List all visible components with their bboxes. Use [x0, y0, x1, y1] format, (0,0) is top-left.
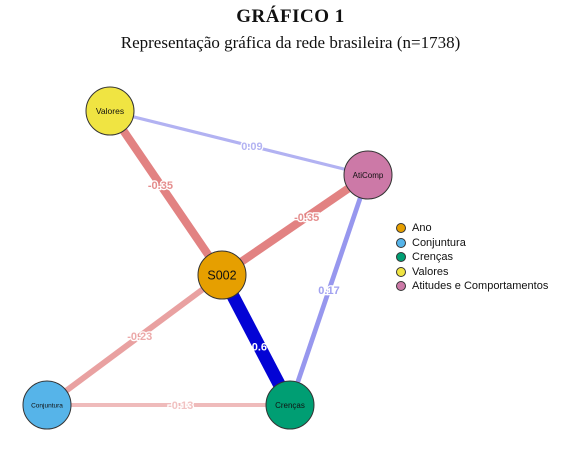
edge-label-aticomp-s002: -0.35 [294, 212, 319, 224]
legend-item: Conjuntura [396, 236, 548, 251]
legend-label: Conjuntura [412, 236, 466, 249]
node-crencas: Crenças [265, 380, 315, 430]
legend-swatch [396, 281, 406, 292]
edge-aticomp-crencas [287, 174, 371, 406]
node-circle-s002 [197, 250, 247, 300]
node-label-s002: S002 [207, 269, 236, 283]
edge-label-s002-conjuntura: -0.23 [127, 331, 152, 343]
node-label-valores: Valores [96, 106, 124, 116]
legend-swatch [396, 223, 406, 234]
node-circle-aticomp [343, 150, 393, 200]
legend-item: Atitudes e Comportamentos [396, 279, 548, 294]
node-circle-crencas [265, 380, 315, 430]
legend-item: Valores [396, 265, 548, 280]
legend-swatch [396, 252, 406, 263]
edge-label-valores-aticomp: 0.09 [241, 141, 262, 153]
node-s002: S002 [197, 250, 247, 300]
figure-subtitle: Representação gráfica da rede brasileira… [120, 33, 461, 52]
node-conjuntura: Conjuntura [22, 380, 72, 430]
edge-label-conjuntura-crencas: -0.13 [168, 400, 193, 412]
node-label-conjuntura: Conjuntura [31, 402, 63, 409]
edge-aticomp-s002 [219, 171, 371, 279]
legend-label: Atitudes e Comportamentos [412, 280, 549, 293]
edge-labels-layer: -0.35 -0.35 0.6 -0.23 -0.13 0.17 0.09 [126, 140, 341, 413]
node-circle-valores [85, 86, 135, 136]
edge-label-s002-crencas: 0.6 [252, 342, 267, 354]
edge-valores-aticomp [109, 109, 369, 177]
node-circle-conjuntura [22, 380, 72, 430]
legend-label: Crenças [412, 251, 453, 264]
legend-label: Ano [412, 222, 432, 235]
node-aticomp: AtiComp [343, 150, 393, 200]
legend-label: Valores [412, 265, 449, 278]
legend-item: Crenças [396, 250, 548, 265]
node-label-crencas: Crenças [275, 401, 305, 410]
edge-valores-s002 [106, 108, 226, 278]
node-label-aticomp: AtiComp [353, 171, 384, 180]
legend-item: Ano [396, 221, 548, 236]
edge-label-aticomp-crencas: 0.17 [318, 285, 339, 297]
edge-label-valores-s002: -0.35 [148, 180, 173, 192]
edge-s002-conjuntura [45, 272, 224, 408]
legend-swatch [396, 237, 406, 248]
figure-title: GRÁFICO 1 [236, 6, 345, 27]
node-valores: Valores [85, 86, 135, 136]
legend-swatch [396, 266, 406, 277]
